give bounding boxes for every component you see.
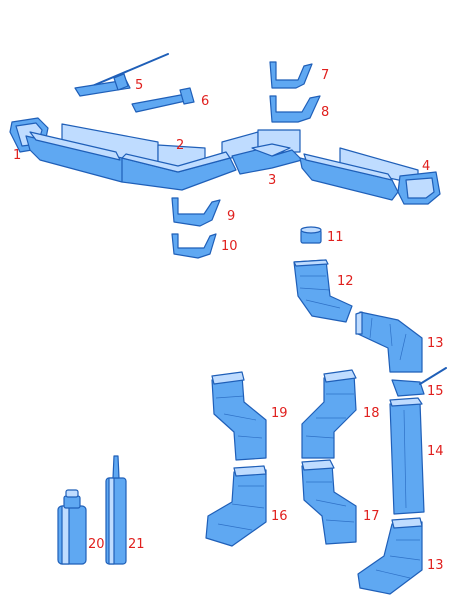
shoe-13-lower (357, 517, 423, 595)
part-label-7: 7 (321, 68, 329, 83)
part-label-13b: 13 (427, 558, 444, 573)
bracket-7 (269, 61, 313, 89)
part-label-1: 1 (13, 148, 21, 163)
sealant-tube (105, 455, 127, 565)
part-label-2: 2 (176, 138, 184, 153)
spray-can (57, 489, 87, 565)
bracket-9 (171, 197, 221, 227)
downpipe (389, 397, 425, 515)
part-label-3: 3 (268, 173, 276, 188)
part-label-19: 19 (271, 406, 288, 421)
part-label-15: 15 (427, 384, 444, 399)
part-label-21: 21 (128, 537, 145, 552)
strap-hanger (74, 53, 169, 97)
outside-corner-lip (121, 151, 231, 173)
gutter-section-right-lip (303, 153, 393, 181)
offset-19 (211, 371, 267, 461)
part-label-6: 6 (201, 94, 209, 109)
bracket-10 (171, 233, 217, 259)
part-label-18: 18 (363, 406, 380, 421)
part-label-20: 20 (88, 537, 105, 552)
part-label-13a: 13 (427, 336, 444, 351)
part-labels: 1 2 3 4 5 6 7 8 9 10 11 12 13 13 14 15 1… (13, 68, 444, 573)
elbow-12 (293, 259, 353, 323)
shoe-16 (205, 465, 267, 547)
part-label-17: 17 (363, 509, 380, 524)
part-label-5: 5 (135, 78, 143, 93)
pipe-band (391, 367, 447, 397)
part-label-8: 8 (321, 105, 329, 120)
part-label-10: 10 (221, 239, 238, 254)
gutter-section-left-lip (29, 131, 121, 161)
part-label-12: 12 (337, 274, 354, 289)
part-label-11: 11 (327, 230, 344, 245)
gutter-assembly (9, 117, 441, 205)
outlet-drop (300, 226, 322, 244)
hidden-hanger (131, 87, 195, 113)
part-label-9: 9 (227, 209, 235, 224)
end-cap-right-face (405, 177, 435, 199)
part-label-4: 4 (422, 159, 430, 174)
inside-corner-opening (251, 143, 291, 157)
elbow-13-upper (355, 311, 423, 373)
offset-18 (301, 369, 357, 459)
offset-17 (301, 459, 357, 545)
part-label-14: 14 (427, 444, 444, 459)
bracket-8 (269, 95, 321, 123)
part-label-16: 16 (271, 509, 288, 524)
